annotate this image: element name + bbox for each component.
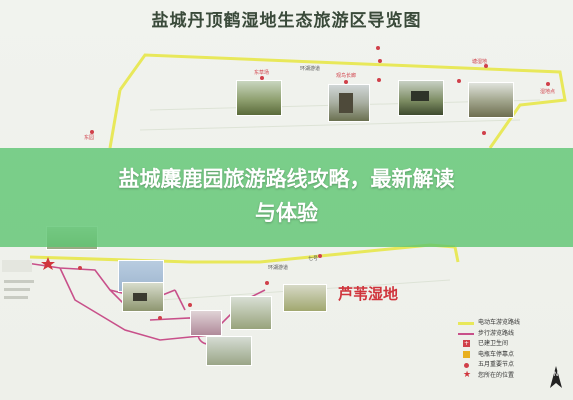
- vehicle-route-right: [453, 246, 460, 263]
- photo-pavilion: [398, 80, 444, 116]
- you-are-here-icon: [41, 257, 55, 270]
- photo-field: [283, 284, 327, 312]
- vehicle-route-upper: [118, 53, 567, 149]
- legend-label: 电动车游览路线: [478, 319, 521, 326]
- headline-line-2: 与体验: [255, 201, 318, 225]
- legend-label: 已建卫生间: [478, 340, 509, 348]
- legend-item: 五月重要节点: [458, 360, 568, 371]
- svg-text:N: N: [554, 371, 559, 378]
- photo-tower: [328, 84, 370, 122]
- photo-trees: [468, 82, 514, 118]
- vehicle-route-icon: [458, 319, 474, 327]
- bus-stop-icon: [458, 351, 474, 359]
- photo-wetland-path: [230, 296, 272, 330]
- walking-route-icon: [458, 330, 474, 338]
- headline-text: 盐城麋鹿园旅游路线攻略，最新解读 与体验: [0, 162, 573, 230]
- legend-item: 步行游览路线: [458, 329, 568, 340]
- place-label: 塘湿地: [472, 59, 488, 65]
- map-watermark: [2, 260, 34, 299]
- place-label: 东草场: [254, 70, 270, 76]
- clinic-icon: +: [463, 340, 470, 348]
- compass-icon: N: [550, 366, 562, 388]
- map-legend: 电动车游览路线 步行游览路线 + 已建卫生间 电瓶车停靠点 五月重要节点: [458, 318, 568, 382]
- map-title: 盐城丹顶鹤湿地生态旅游区导览图: [151, 11, 422, 31]
- legend-item: 电动车游览路线: [458, 318, 568, 329]
- legend-item: ★ 您所在的位置: [458, 370, 568, 382]
- place-label: 观鸟长廊: [336, 73, 357, 79]
- legend-label: 步行游览路线: [478, 329, 515, 337]
- photo-boardwalk: [190, 310, 222, 336]
- star-icon: ★: [463, 370, 472, 381]
- place-label: 东园: [84, 135, 95, 141]
- photo-marsh-low: [206, 336, 252, 366]
- legend-item: + 已建卫生间: [458, 339, 568, 350]
- headline-banner: [0, 148, 573, 247]
- vehicle-route-left: [108, 89, 122, 149]
- route-label: 环湖游道: [268, 265, 289, 271]
- place-label: 湿地点: [540, 89, 556, 95]
- place-dots: [78, 46, 550, 320]
- photo-lake: [236, 80, 282, 116]
- legend-label: 电瓶车停靠点: [478, 350, 515, 358]
- legend-label: 您所在的位置: [478, 371, 515, 379]
- headline-line-1: 盐城麋鹿园旅游路线攻略，最新解读: [118, 167, 455, 191]
- route-label: 七号: [308, 256, 319, 262]
- legend-label: 五月重要节点: [478, 361, 515, 369]
- marsh-label: 芦苇湿地: [338, 285, 399, 303]
- route-label: 环湖游道: [300, 66, 321, 72]
- scenic-spot-icon: [458, 362, 474, 370]
- legend-item: 电瓶车停靠点: [458, 350, 568, 361]
- photo-vehicle: [122, 282, 164, 312]
